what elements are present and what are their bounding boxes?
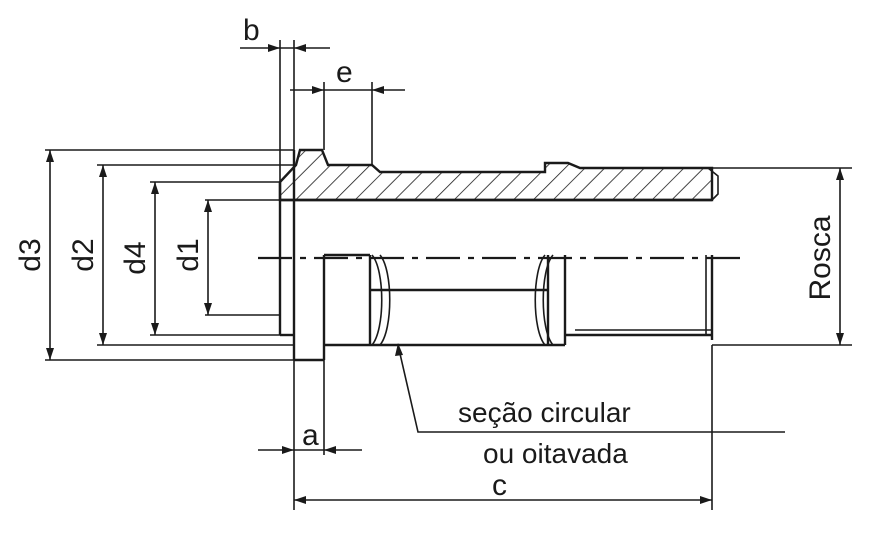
dimension-d3 [46, 150, 54, 360]
note-line-2: ou oitavada [483, 438, 628, 469]
label-b: b [243, 14, 260, 47]
dimension-rosca [836, 168, 844, 345]
label-e: e [336, 56, 353, 89]
note-line-1: seção circular [458, 397, 631, 428]
label-d4: d4 [119, 241, 152, 274]
dimension-d2 [99, 165, 107, 345]
fitting-body-outline [278, 150, 714, 362]
label-c: c [492, 469, 507, 502]
label-a: a [302, 419, 319, 452]
label-d2: d2 [67, 238, 100, 271]
dimension-b [240, 44, 330, 52]
dimension-d4 [151, 182, 159, 335]
label-d1: d1 [172, 238, 205, 271]
label-rosca: Rosca [804, 215, 837, 300]
extension-lines [45, 40, 852, 510]
dimension-e [290, 86, 405, 94]
label-d3: d3 [14, 238, 47, 271]
dimension-a [258, 446, 362, 454]
dimension-d1 [204, 200, 212, 315]
dimension-c [294, 496, 712, 504]
note-leader [395, 343, 785, 433]
